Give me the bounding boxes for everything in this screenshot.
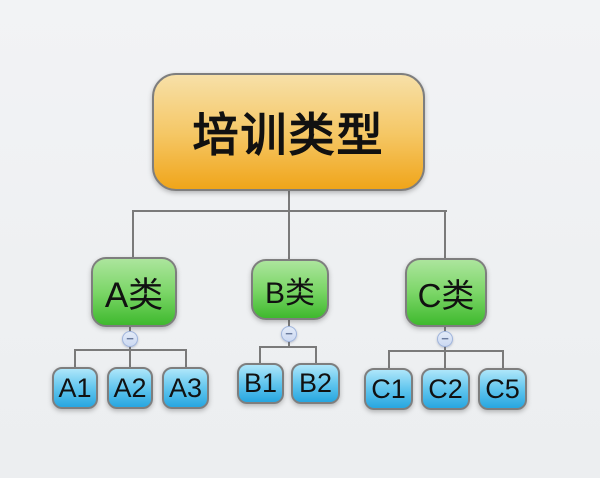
collapse-button-category-c[interactable]: − (437, 331, 453, 347)
connector-line (129, 326, 131, 368)
collapse-button-category-b[interactable]: − (281, 326, 297, 342)
node-leaf-c2[interactable]: C2 (421, 368, 470, 410)
connector-line (74, 349, 76, 368)
connector-line (315, 346, 317, 364)
node-leaf-a3-label: A3 (168, 372, 203, 403)
node-leaf-b1[interactable]: B1 (237, 363, 284, 404)
connector-line (288, 210, 290, 260)
node-category-a-label: A类 (104, 275, 164, 315)
connector-line (132, 210, 134, 258)
minus-icon: − (126, 330, 134, 346)
connector-line (388, 350, 504, 352)
node-leaf-a2[interactable]: A2 (107, 367, 153, 409)
node-leaf-c2-label: C2 (428, 373, 463, 404)
connector-line (259, 346, 317, 348)
collapse-button-category-a[interactable]: − (122, 331, 138, 347)
node-leaf-b1-label: B1 (243, 368, 278, 398)
minus-icon: − (441, 330, 449, 346)
node-category-c[interactable]: C类 (405, 258, 487, 327)
node-leaf-c1[interactable]: C1 (364, 368, 413, 410)
connector-line (74, 349, 187, 351)
node-leaf-a2-label: A2 (113, 372, 147, 403)
node-leaf-a1-label: A1 (58, 372, 92, 403)
node-leaf-a1[interactable]: A1 (52, 367, 98, 409)
node-leaf-b2[interactable]: B2 (291, 363, 340, 404)
connector-line (388, 350, 390, 369)
connector-line (185, 349, 187, 368)
connector-line (502, 350, 504, 369)
node-training-type-label: 培训类型 (192, 109, 385, 161)
node-leaf-a3[interactable]: A3 (162, 367, 209, 409)
node-category-c-label: C类 (417, 276, 475, 314)
connector-line (259, 346, 261, 364)
connector-line (288, 190, 290, 212)
node-leaf-b2-label: B2 (298, 368, 333, 398)
connector-line (444, 210, 446, 259)
node-leaf-c1-label: C1 (371, 373, 406, 404)
node-category-a[interactable]: A类 (91, 257, 177, 327)
node-category-b[interactable]: B类 (251, 259, 329, 320)
connector-line (444, 326, 446, 369)
node-category-b-label: B类 (264, 276, 315, 310)
minus-icon: − (285, 325, 293, 341)
node-leaf-c5[interactable]: C5 (478, 368, 527, 410)
node-leaf-c5-label: C5 (485, 373, 520, 404)
node-training-type[interactable]: 培训类型 (152, 73, 425, 191)
